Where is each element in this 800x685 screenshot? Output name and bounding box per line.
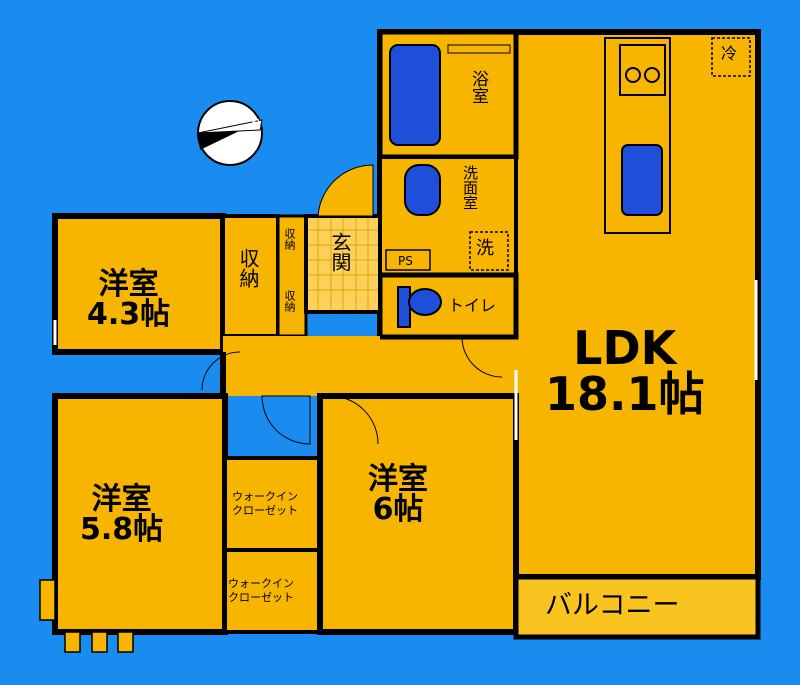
toilet-icon [397,286,411,328]
entrance-tiles [308,218,378,310]
storage-floor [221,214,280,338]
washbasin-icon [404,164,441,216]
room-mid-label: 洋室 5.8帖 [80,485,163,545]
fridge-icon [711,37,751,77]
room-large-label: 洋室 6帖 [368,465,428,525]
ldk-size: 18.1帖 [545,367,705,421]
balcony-floor [513,574,761,640]
sink-icon [621,144,663,216]
washer-label: 洗 [476,238,494,259]
storage-small-label-1: 収納 [283,228,296,250]
room-small-label: 洋室 4.3帖 [87,270,170,330]
room-small-floor [52,213,226,355]
room-mid-name: 洋室 [91,482,152,517]
walkin1-label: ウォークイン クローゼット [232,490,298,518]
room-small-size: 4.3帖 [87,297,171,332]
room-mid-size: 5.8帖 [80,512,164,547]
washer-icon [469,231,509,271]
hall-floor [223,336,515,396]
room-small-name: 洋室 [98,267,159,302]
stove-icon [619,44,666,96]
bathtub-icon [389,44,441,146]
fridge-label: 冷 [721,44,738,63]
compass-icon [197,100,263,166]
walkin2-label: ウォークイン クローゼット [228,577,294,605]
walkin1-floor [223,456,322,552]
room-large-size: 6帖 [372,492,424,527]
washroom-label: 洗面室 [461,165,479,210]
room-large-floor [317,393,519,635]
ldk-label: LDK 18.1帖 [545,325,705,417]
storage-small-label-2: 収納 [283,290,296,312]
bath-label: 浴室 [468,70,488,104]
ldk-name: LDK [573,321,677,375]
balcony-label: バルコニー [545,590,680,621]
ps-label: PS [398,254,413,268]
bay-window [39,579,134,653]
storage-main-label: 収納 [236,248,260,288]
toilet-label: トイレ [448,296,497,315]
entrance-label: 玄関 [328,232,352,272]
room-large-name: 洋室 [368,462,428,497]
